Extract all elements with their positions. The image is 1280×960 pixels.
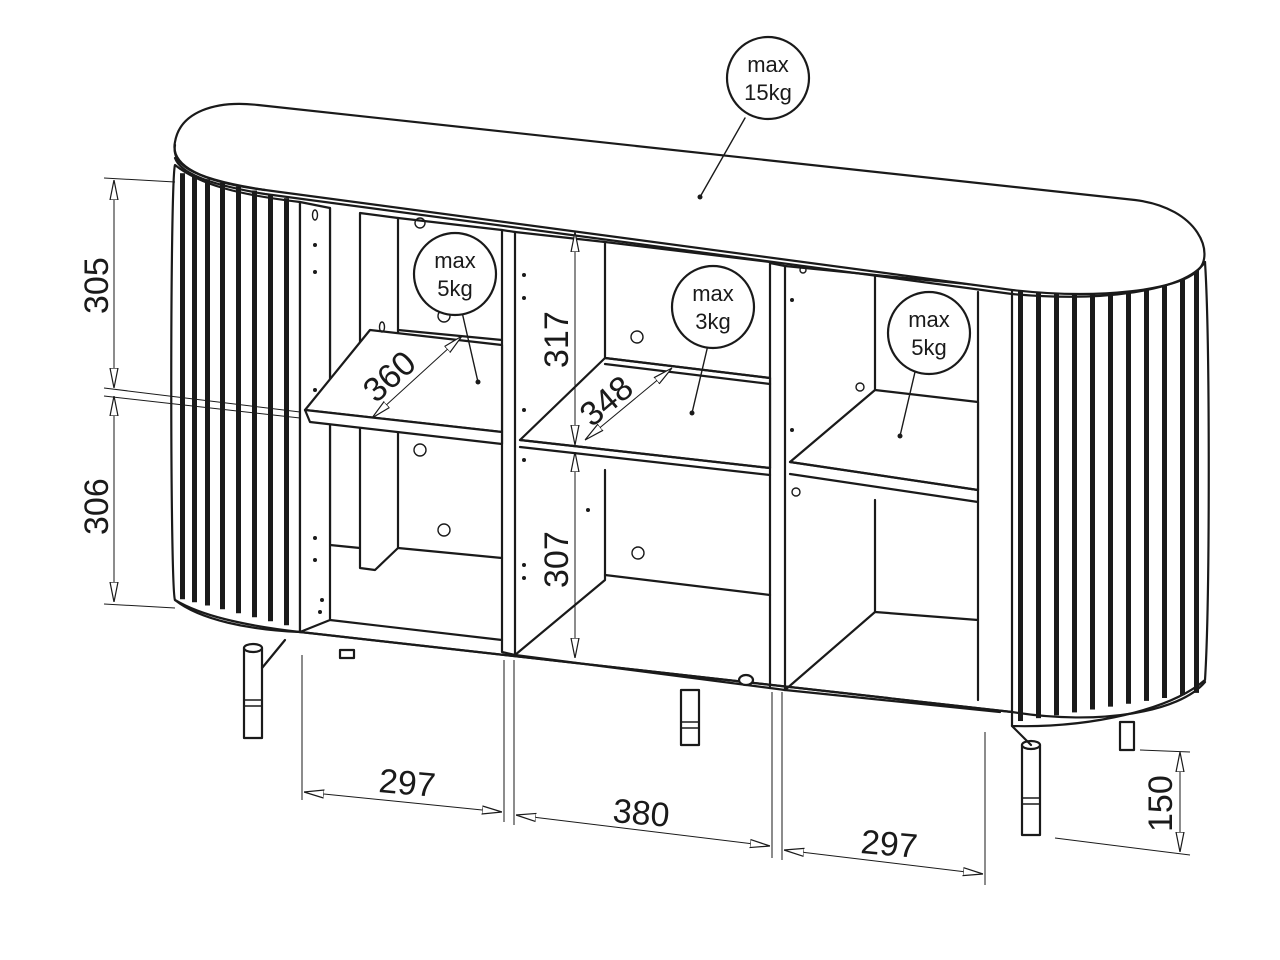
dim-upper-height-left: 305 xyxy=(78,257,116,314)
pin-dot xyxy=(522,408,526,412)
load-tag-top: max 15kg xyxy=(697,35,811,200)
pin-dot xyxy=(790,298,794,302)
svg-text:5kg: 5kg xyxy=(911,335,946,360)
door-slat xyxy=(268,194,273,622)
dim-lower-height-middle: 307 xyxy=(538,531,576,588)
door-slat xyxy=(1180,271,1185,696)
door-slat xyxy=(220,182,225,610)
door-slat xyxy=(236,186,241,614)
door-slat xyxy=(192,176,197,603)
leg-back-right xyxy=(1118,720,1136,752)
door-slat xyxy=(1072,284,1077,713)
shelf-pin-holes xyxy=(311,209,865,560)
svg-text:max: max xyxy=(908,307,950,332)
pin-dot xyxy=(522,458,526,462)
load-tag-left-shelf: max 5kg xyxy=(412,231,498,385)
door-slat xyxy=(252,190,257,618)
dim-right-width: 297 xyxy=(859,823,919,866)
svg-text:max: max xyxy=(692,281,734,306)
right-slatted-door xyxy=(1010,260,1210,728)
pin-dot xyxy=(313,270,317,274)
legs xyxy=(242,638,1136,837)
door-slat xyxy=(1126,278,1131,704)
door-slat xyxy=(205,179,210,606)
pin-dot xyxy=(522,273,526,277)
svg-text:3kg: 3kg xyxy=(695,309,730,334)
glides xyxy=(338,648,755,687)
tabletop xyxy=(173,102,1207,298)
door-slat xyxy=(1144,276,1149,701)
door-slat xyxy=(1054,286,1059,716)
dim-middle-width: 380 xyxy=(611,792,671,835)
pin-dot xyxy=(522,576,526,580)
door-slat xyxy=(180,173,185,600)
load-tag-right-shelf: max 5kg xyxy=(886,290,972,439)
door-slat xyxy=(1090,282,1095,710)
pin-dot xyxy=(522,563,526,567)
svg-text:15kg: 15kg xyxy=(744,80,792,105)
pin-dots xyxy=(313,243,794,614)
pin-dot xyxy=(313,536,317,540)
left-door-slats xyxy=(180,173,289,626)
door-slat xyxy=(1162,274,1167,698)
svg-text:max: max xyxy=(434,248,476,273)
dimension-lines xyxy=(103,177,1191,885)
door-slat xyxy=(1108,280,1113,707)
pin-dot xyxy=(522,296,526,300)
leg-front-middle xyxy=(679,688,701,747)
dimension-labels: 305 306 317 307 360 348 297 380 297 150 xyxy=(78,257,1180,866)
svg-text:5kg: 5kg xyxy=(437,276,472,301)
pin-dot xyxy=(320,598,324,602)
pin-dot xyxy=(586,508,590,512)
svg-text:max: max xyxy=(747,52,789,77)
dim-left-width: 297 xyxy=(377,762,437,805)
pin-dot xyxy=(313,243,317,247)
door-slat xyxy=(1018,291,1023,722)
door-slat xyxy=(1036,289,1041,719)
leg-front-right xyxy=(1010,724,1042,837)
pin-dot xyxy=(318,610,322,614)
dim-upper-height-middle: 317 xyxy=(538,311,576,368)
dim-lower-height-left: 306 xyxy=(78,478,116,535)
pin-dot xyxy=(790,428,794,432)
door-slat xyxy=(1194,270,1199,693)
dim-leg-height: 150 xyxy=(1142,775,1180,832)
load-tag-middle-shelf: max 3kg xyxy=(670,264,756,416)
door-slat xyxy=(284,198,289,626)
pin-dot xyxy=(313,388,317,392)
left-slatted-door xyxy=(170,163,302,634)
right-door-slats xyxy=(1018,270,1199,722)
leg-front-left xyxy=(242,638,287,740)
pin-dot xyxy=(313,558,317,562)
